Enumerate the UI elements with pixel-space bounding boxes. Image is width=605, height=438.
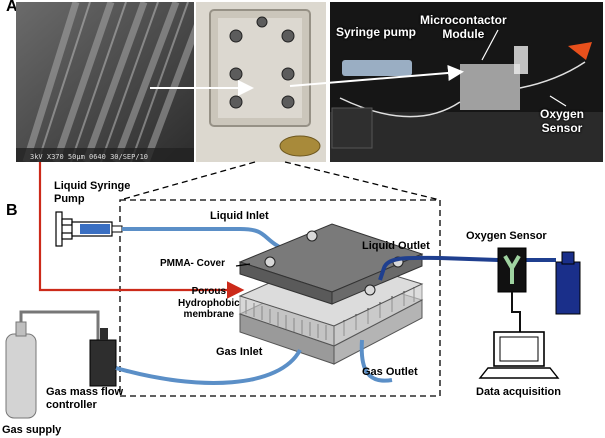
gas-supply-line xyxy=(19,310,100,340)
sem-caption: 3kV X370 50μm 0640 30/SEP/10 xyxy=(30,153,149,161)
module-photo xyxy=(196,2,326,162)
sem-texture xyxy=(16,2,194,162)
label-liquid-outlet: Liquid Outlet xyxy=(362,240,430,252)
panel-label-b: B xyxy=(6,202,18,219)
gas-supply-cylinder xyxy=(5,321,37,419)
label-oxygen-sensor: Oxygen Sensor xyxy=(466,230,547,242)
setup-label-microcontactor: Microcontactor Module xyxy=(420,13,507,41)
syringe-pump-icon xyxy=(55,211,123,247)
setup-drawing xyxy=(330,2,603,162)
label-gas-outlet: Gas Outlet xyxy=(362,366,418,378)
gas-inlet-tube xyxy=(115,348,302,385)
computer-icon xyxy=(478,331,560,379)
red-arrow-sem-to-membrane xyxy=(38,162,245,299)
setup-photo: Syringe pump Microcontactor Module Oxyge… xyxy=(330,2,603,162)
label-porous-membrane: Porous Hydrophobic membrane xyxy=(178,286,240,320)
setup-label-syringe-pump: Syringe pump xyxy=(336,25,417,39)
sem-micrograph-photo: 3kV X370 50μm 0640 30/SEP/10 xyxy=(16,2,194,162)
module-drawing xyxy=(196,2,326,162)
gas-outlet-tube xyxy=(359,339,393,383)
label-gas-mass-flow-controller: Gas mass flow controller xyxy=(46,386,124,411)
sensor-to-computer-cable xyxy=(511,292,521,332)
liquid-outlet-tube xyxy=(378,255,499,281)
oxygen-sensor-device xyxy=(497,247,581,315)
gas-mass-flow-controller xyxy=(89,328,117,387)
setup-label-oxygen-sensor: Oxygen Sensor xyxy=(540,107,585,135)
microcontactor-module xyxy=(238,223,424,365)
label-liquid-inlet: Liquid Inlet xyxy=(210,210,269,222)
panel-label-a: A xyxy=(6,0,18,15)
label-pmma-cover: PMMA- Cover xyxy=(160,258,226,269)
pmma-pointer xyxy=(235,263,251,267)
label-gas-inlet: Gas Inlet xyxy=(216,346,263,358)
label-gas-supply: Gas supply xyxy=(2,424,62,436)
label-data-acquisition: Data acquisition xyxy=(476,386,561,398)
label-liquid-syringe-pump: Liquid Syringe Pump xyxy=(54,180,131,205)
arrow-module-to-setup xyxy=(289,65,464,87)
zoom-dashed-box xyxy=(119,161,441,397)
